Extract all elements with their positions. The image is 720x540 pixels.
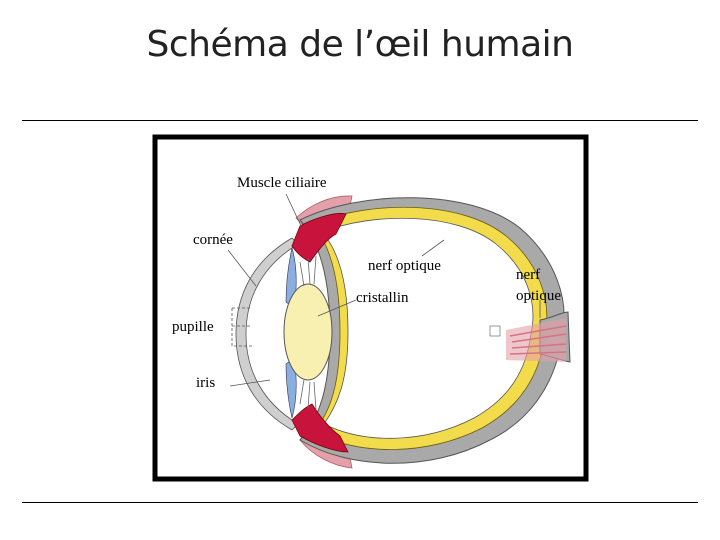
leader-muscle-ciliaire [285,193,303,229]
cornea [235,237,299,431]
leader-nerf-optique-inner [421,239,445,257]
top-divider [22,120,698,121]
blind-spot [489,325,501,337]
label-nerf-optique-outer-line2: optique [516,288,561,304]
bottom-divider [22,502,698,503]
label-nerf-optique-inner: nerf optique [368,258,441,274]
label-nerf-optique-outer-line1: nerf [516,267,540,283]
leader-cristallin [317,299,357,317]
vitreous-body [321,217,534,439]
label-pupille: pupille [172,319,214,335]
label-muscle-ciliaire: Muscle ciliaire [237,175,327,191]
leader-cornee [227,249,257,287]
leader-pupille [231,307,252,347]
diagram-frame [152,134,589,482]
leader-iris [229,379,271,387]
suspensory-ligaments [299,255,317,411]
slide-title: Schéma de l’œil humain [146,24,574,65]
label-iris: iris [196,375,215,391]
lens [283,283,333,381]
optic-nerve-pink [506,318,566,362]
ciliary-muscle-lower [291,403,349,453]
label-cristallin: cristallin [356,290,409,306]
label-cornee: cornée [193,232,233,248]
ciliary-muscle-upper [291,213,347,263]
